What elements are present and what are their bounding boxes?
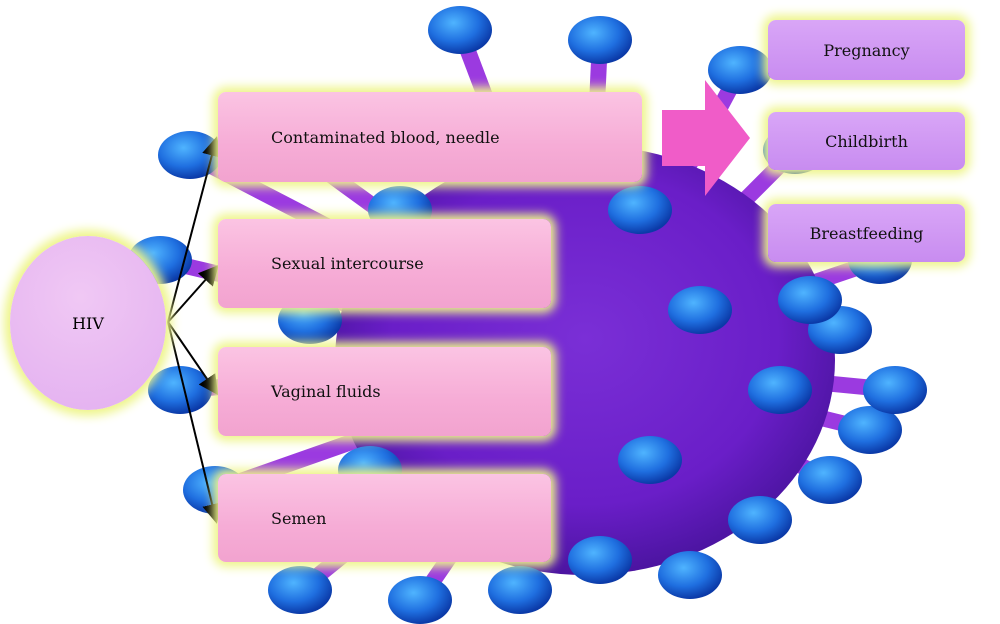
virus-knob — [618, 436, 682, 484]
virus-knob — [148, 366, 212, 414]
arrow-to-semen — [167, 321, 222, 524]
virus-knob — [428, 6, 492, 54]
virus-knob — [658, 551, 722, 599]
vertical-childbirth: Childbirth — [768, 112, 965, 170]
route-label: Vaginal fluids — [271, 382, 381, 401]
virus-knob — [798, 456, 862, 504]
route-label: Sexual intercourse — [271, 254, 424, 273]
virus-knob — [568, 16, 632, 64]
route-label: Semen — [271, 508, 327, 528]
hiv-node: HIV — [10, 236, 166, 410]
virus-knob — [778, 276, 842, 324]
route-semen: Semen — [218, 474, 551, 562]
virus-knob — [863, 366, 927, 414]
virus-knob — [278, 296, 342, 344]
vertical-pregnancy: Pregnancy — [768, 20, 965, 80]
virus-knob — [268, 566, 332, 614]
virus-knob — [748, 366, 812, 414]
route-sexual-intercourse: Sexual intercourse — [218, 219, 551, 308]
virus-knob — [388, 576, 452, 624]
hiv-label: HIV — [72, 313, 104, 333]
virus-knob — [668, 286, 732, 334]
virus-knob — [488, 566, 552, 614]
route-vaginal-fluids: Vaginal fluids — [218, 347, 551, 436]
virus-knob — [608, 186, 672, 234]
vertical-label: Breastfeeding — [809, 223, 924, 243]
arrow-to-vaginal — [167, 321, 219, 396]
route-label: Contaminated blood, needle — [271, 127, 500, 147]
vertical-transmission-arrow — [662, 80, 750, 196]
route-blood-needle: Contaminated blood, needle — [218, 92, 642, 182]
vertical-label: Childbirth — [825, 131, 908, 151]
vertical-breastfeeding: Breastfeeding — [768, 204, 965, 262]
virus-knob — [728, 496, 792, 544]
vertical-label: Pregnancy — [823, 40, 910, 60]
virus-knob — [568, 536, 632, 584]
arrow-to-sexual — [167, 265, 219, 323]
virus-knob — [838, 406, 902, 454]
virus-knob — [708, 46, 772, 94]
arrow-to-blood — [167, 136, 222, 323]
